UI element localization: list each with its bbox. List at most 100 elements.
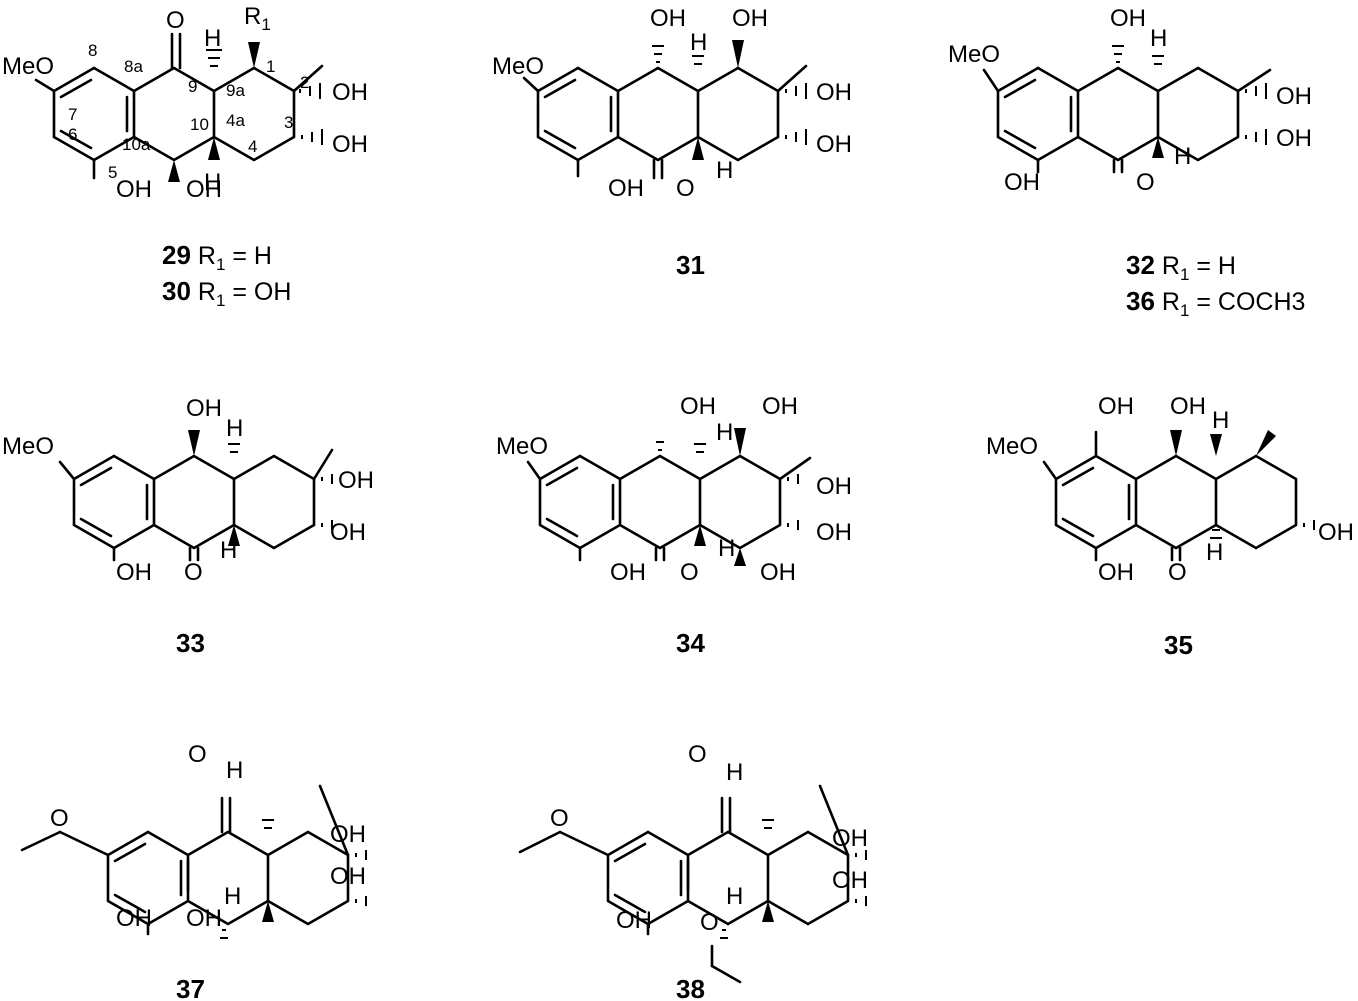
meo-label: MeO xyxy=(492,53,544,80)
compound-caption: 29 R1 = H xyxy=(162,240,272,274)
oh-label: OH xyxy=(1276,125,1312,152)
h-label: H xyxy=(204,169,221,196)
oh-label: OH xyxy=(608,175,644,202)
oh-label: OH xyxy=(330,863,366,890)
compound-number: 38 xyxy=(676,974,705,1001)
locant-label: 8 xyxy=(88,41,97,60)
compound-number: 33 xyxy=(176,628,205,658)
locant-label: 5 xyxy=(108,163,117,182)
h-label: H xyxy=(220,537,237,564)
structure-37: O O H OH OH OH OH H 37 xyxy=(20,741,367,1001)
locant-label: 9a xyxy=(226,81,245,100)
carbonyl-o-label: O xyxy=(188,741,207,768)
meo-label: MeO xyxy=(948,41,1000,68)
carbonyl-o-label: O xyxy=(184,559,203,586)
locant-label: 8a xyxy=(124,57,143,76)
oh-label: OH xyxy=(1098,559,1134,586)
structure-35: MeO OH OH H OH OH O H 35 xyxy=(986,393,1354,660)
oh-label: OH xyxy=(116,176,152,203)
structure-34: MeO OH H OH OH OH OH OH O H 34 xyxy=(496,393,852,658)
carbonyl-o-label: O xyxy=(680,559,699,586)
oh-label: OH xyxy=(186,905,222,932)
structure-38: O O H OH OH OH O H 38 xyxy=(518,741,868,1001)
meo-label: MeO xyxy=(496,433,548,460)
carbonyl-o-label: O xyxy=(166,7,185,34)
oh-label: OH xyxy=(610,559,646,586)
h-label: H xyxy=(716,419,733,446)
structure-31: MeO OH H OH OH OH OH O H 31 xyxy=(492,5,852,280)
oh-label: OH xyxy=(1110,5,1146,32)
locant-label: 1 xyxy=(266,57,275,76)
oh-label: OH xyxy=(116,559,152,586)
locant-label: 10a xyxy=(122,135,151,154)
r-label: R1 xyxy=(244,3,271,34)
h-label: H xyxy=(224,883,241,910)
oh-label: OH xyxy=(832,825,868,852)
locant-label: 4a xyxy=(226,111,245,130)
meo-label: MeO xyxy=(2,433,54,460)
structure-32-36: MeO OH H OH OH OH O H 32 R1 = H 36 R1 = … xyxy=(948,5,1312,320)
oh-label: OH xyxy=(330,519,366,546)
oh-label: OH xyxy=(1318,519,1354,546)
carbonyl-o-label: O xyxy=(688,741,707,768)
h-label: H xyxy=(726,759,743,786)
oh-label: OH xyxy=(650,5,686,32)
structure-33: MeO OH H OH OH OH O H 33 xyxy=(2,395,374,658)
locant-label: 9 xyxy=(188,77,197,96)
h-label: H xyxy=(726,883,743,910)
oh-label: OH xyxy=(760,559,796,586)
oh-label: OH xyxy=(1276,83,1312,110)
oh-label: OH xyxy=(186,395,222,422)
oh-label: OH xyxy=(816,473,852,500)
oh-label: OH xyxy=(338,467,374,494)
oh-label: OH xyxy=(1004,169,1040,196)
locant-label: 2 xyxy=(300,73,309,92)
methoxy-o-label: O xyxy=(50,805,69,832)
h-label: H xyxy=(1206,539,1223,566)
oh-label: OH xyxy=(616,907,652,934)
carbonyl-o-label: O xyxy=(1168,559,1187,586)
compound-caption: 36 R1 = COCH3 xyxy=(1126,286,1305,320)
oh-label: OH xyxy=(816,131,852,158)
structure-29-30: MeO O OH OH H H R1 OH OH 8 8a 7 6 5 10a … xyxy=(2,3,368,310)
methoxy-o-label: O xyxy=(700,909,719,936)
oh-label: OH xyxy=(816,519,852,546)
h-label: H xyxy=(1174,143,1191,170)
oh-label: OH xyxy=(1098,393,1134,420)
h-label: H xyxy=(690,29,707,56)
oh-label: OH xyxy=(330,821,366,848)
locant-label: 10 xyxy=(190,115,209,134)
h-label: H xyxy=(718,535,735,562)
compound-number: 34 xyxy=(676,628,705,658)
h-label: H xyxy=(716,157,733,184)
compound-number: 31 xyxy=(676,250,705,280)
compound-caption: 30 R1 = OH xyxy=(162,276,291,310)
h-label: H xyxy=(204,25,221,52)
carbonyl-o-label: O xyxy=(1136,169,1155,196)
oh-label: OH xyxy=(762,393,798,420)
oh-label: OH xyxy=(1170,393,1206,420)
h-label: H xyxy=(1212,407,1229,434)
locant-label: 6 xyxy=(68,125,77,144)
oh-label: OH xyxy=(680,393,716,420)
oh-label: OH xyxy=(332,79,368,106)
meo-label: MeO xyxy=(986,433,1038,460)
meo-label: MeO xyxy=(2,53,54,80)
oh-label: OH xyxy=(732,5,768,32)
h-label: H xyxy=(1150,25,1167,52)
locant-label: 7 xyxy=(68,105,77,124)
oh-label: OH xyxy=(832,867,868,894)
methoxy-o-label: O xyxy=(550,805,569,832)
h-label: H xyxy=(226,757,243,784)
oh-label: OH xyxy=(186,176,222,203)
compound-number: 35 xyxy=(1164,630,1193,660)
h-label: H xyxy=(226,415,243,442)
oh-label: OH xyxy=(116,905,152,932)
compound-number: 37 xyxy=(176,974,205,1001)
locant-label: 3 xyxy=(284,113,293,132)
carbonyl-o-label: O xyxy=(676,175,695,202)
compound-caption: 32 R1 = H xyxy=(1126,250,1236,284)
oh-label: OH xyxy=(816,79,852,106)
oh-label: OH xyxy=(332,131,368,158)
